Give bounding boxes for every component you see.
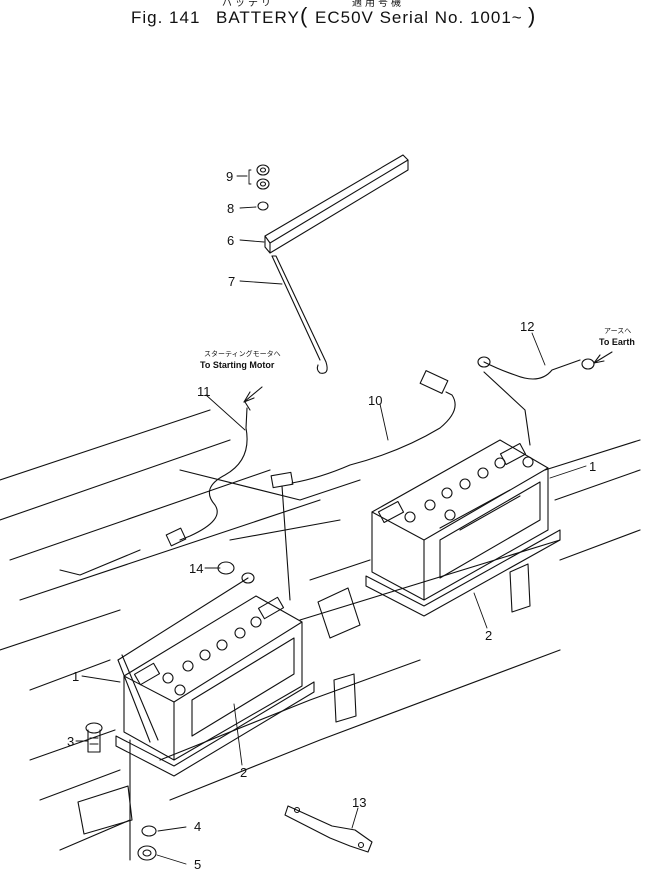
serial-paren-open: (: [300, 3, 309, 28]
to-starting-motor-arrow: [243, 386, 263, 403]
callout-1-left: 1: [72, 669, 80, 684]
j-bolt-edge: [271, 255, 321, 361]
insulator-pad-3: [333, 673, 357, 723]
to-earth-arrow: [593, 351, 613, 364]
leader-lines: [75, 169, 587, 865]
callout-7: 7: [228, 274, 236, 289]
figure-title: BATTERY: [216, 8, 300, 27]
starter-cable-terminal: [165, 527, 187, 547]
connector-cable: [291, 391, 456, 484]
ground-strap: [284, 805, 373, 853]
insulator-pad-2: [509, 563, 531, 613]
serial-japanese: 適用号機: [352, 0, 404, 9]
insulator-pad-4: [77, 785, 133, 835]
callout-4: 4: [194, 819, 202, 834]
j-bolt: [271, 255, 328, 374]
chassis-frame: [0, 409, 641, 861]
starter-cable: [179, 407, 248, 541]
callout-5: 5: [194, 857, 202, 872]
hold-down-strap: [117, 654, 159, 743]
callout-6: 6: [227, 233, 235, 248]
callout-9: 9: [226, 169, 234, 184]
callout-13: 13: [352, 795, 367, 810]
callout-2-right: 2: [485, 628, 493, 643]
serial-number: EC50V Serial No. 1001~: [315, 8, 523, 27]
callout-10: 10: [368, 393, 383, 408]
connector-cable-terminal-top: [419, 370, 449, 394]
starting-motor-note-jp: スターティングモータへ: [204, 351, 281, 358]
callout-11: 11: [197, 384, 211, 399]
battery-left: [115, 595, 315, 777]
insulator-pad-1: [317, 587, 361, 639]
callout-12: 12: [520, 319, 535, 334]
callout-8: 8: [227, 201, 235, 216]
callout-3: 3: [67, 734, 75, 749]
earth-note: To Earth: [599, 337, 635, 347]
title-japanese: バッテリ: [222, 0, 274, 9]
connector-cable-terminal-bottom: [270, 471, 294, 489]
callout-2-left: 2: [240, 765, 248, 780]
earth-cable: [483, 359, 581, 380]
battery-support-bar: [264, 154, 409, 254]
hold-down-rod: [117, 577, 249, 661]
callout-14: 14: [189, 561, 204, 576]
callout-1-right: 1: [589, 459, 597, 474]
starting-motor-note: To Starting Motor: [200, 360, 275, 370]
nut: [137, 845, 157, 861]
earth-note-jp: アースへ: [604, 328, 632, 335]
nut-stack: [256, 164, 270, 211]
battery-right: [365, 439, 561, 617]
figure-label: Fig. 141: [131, 8, 201, 27]
serial-paren-close: ): [528, 3, 537, 28]
washer: [141, 825, 157, 837]
bolt: [85, 722, 103, 753]
